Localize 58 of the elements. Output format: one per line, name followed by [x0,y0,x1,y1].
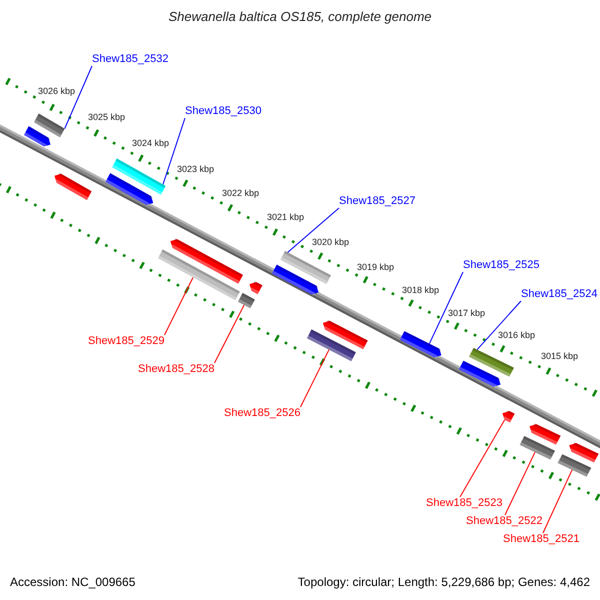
gene-label: Shew185_2532 [92,53,168,66]
scale-label: 3016 kbp [498,330,536,340]
leader-line [542,469,573,534]
gene-pentagon-block [458,360,501,388]
gene-block [34,114,65,138]
gene-pentagon-block [272,264,319,296]
leader-line [64,66,92,130]
leader-line [504,452,536,516]
scale-label: 3025 kbp [88,112,126,122]
scale-label: 3022 kbp [222,188,260,198]
gene-block [520,436,555,460]
scale-label: 3021 kbp [267,212,304,222]
gene-label: Shew185_2526 [224,407,300,420]
gene-pentagon-block [106,173,154,206]
gene-block [158,249,240,300]
gene-pentagon-block [400,331,442,358]
scale-label: 3018 kbp [402,285,440,295]
leader-line [162,118,186,185]
gene-pentagon-block [502,410,515,422]
gene-label: Shew185_2530 [185,105,262,118]
leader-line [428,272,464,344]
gene-block [558,454,592,477]
gene-label: Shew185_2523 [426,497,502,510]
gene-pentagon-block [530,423,561,445]
gene-block [112,158,166,195]
scale-label: 3026 kbp [38,86,76,96]
gene-label: Shew185_2522 [466,515,542,528]
gene-label: Shew185_2524 [521,288,598,301]
leader-line [164,277,194,336]
gene-label: Shew185_2529 [88,335,164,348]
gene-label: Shew185_2527 [339,195,416,208]
footer-text: Accession: NC_009665 [10,575,136,589]
gene-pentagon-block [250,281,262,294]
gene-pentagon-block [54,172,92,200]
gene-label: Shew185_2525 [463,259,540,272]
scale-label: 3023 kbp [177,164,214,174]
gene-pentagon-block [24,126,50,148]
scale-label: 3017 kbp [448,308,486,318]
scale-label: 3015 kbp [541,351,578,361]
leader-line [460,419,506,498]
gene-label: Shew185_2528 [138,363,214,376]
gene-label: Shew185_2521 [503,533,580,546]
gene-block [280,250,331,284]
scale-label: 3024 kbp [132,138,170,148]
scale-label: 3020 kbp [312,237,350,247]
gene-block [238,292,255,308]
gene-pentagon-block [170,238,243,284]
gene-pentagon-block [569,442,599,462]
gene-pentagon-block [322,320,368,350]
footer-text: Topology: circular; Length: 5,229,686 bp; Genes: 4,462 [298,575,590,589]
scale-label: 3019 kbp [357,262,394,272]
leader-line [214,304,245,364]
leader-line [476,300,522,350]
leader-line [287,208,340,253]
chart-title: Shewanella baltica OS185, complete genome [167,9,433,24]
gene-block [306,329,356,362]
leader-line [300,349,330,408]
gene-block [468,348,514,377]
